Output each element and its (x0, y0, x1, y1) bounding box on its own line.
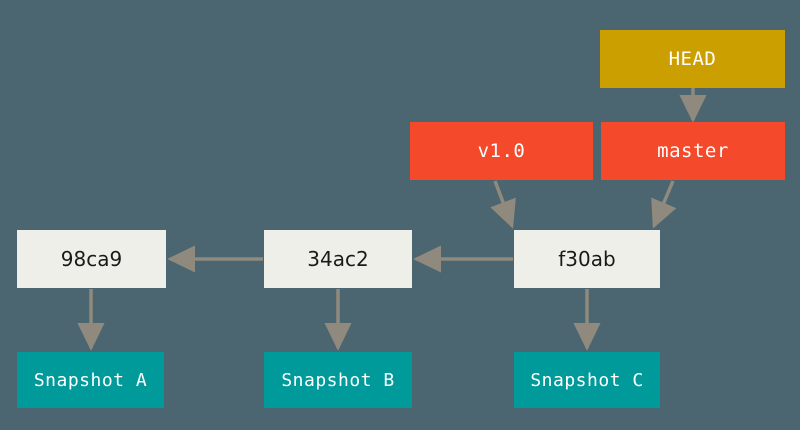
node-snapshot-a[interactable]: Snapshot A (17, 352, 164, 408)
node-snapshot-a-label: Snapshot A (33, 369, 148, 391)
node-branch-master[interactable]: master (601, 122, 785, 180)
node-commit-98ca9[interactable]: 98ca9 (17, 230, 166, 288)
node-head[interactable]: HEAD (600, 30, 785, 88)
edge-master-to-f30ab (651, 180, 677, 229)
node-snapshot-b-label: Snapshot B (281, 369, 395, 391)
edge-v1-to-f30ab (490, 180, 516, 229)
node-commit-34ac2-label: 34ac2 (307, 247, 369, 271)
node-branch-master-label: master (657, 140, 729, 162)
node-commit-34ac2[interactable]: 34ac2 (264, 230, 412, 288)
node-snapshot-c-label: Snapshot C (530, 369, 644, 391)
node-tag-v1[interactable]: v1.0 (410, 122, 593, 180)
node-commit-f30ab[interactable]: f30ab (514, 230, 660, 288)
node-head-label: HEAD (668, 48, 717, 70)
node-commit-f30ab-label: f30ab (558, 247, 616, 271)
node-snapshot-c[interactable]: Snapshot C (514, 352, 660, 408)
node-tag-v1-label: v1.0 (477, 140, 526, 162)
node-commit-98ca9-label: 98ca9 (60, 247, 123, 271)
node-snapshot-b[interactable]: Snapshot B (264, 352, 412, 408)
